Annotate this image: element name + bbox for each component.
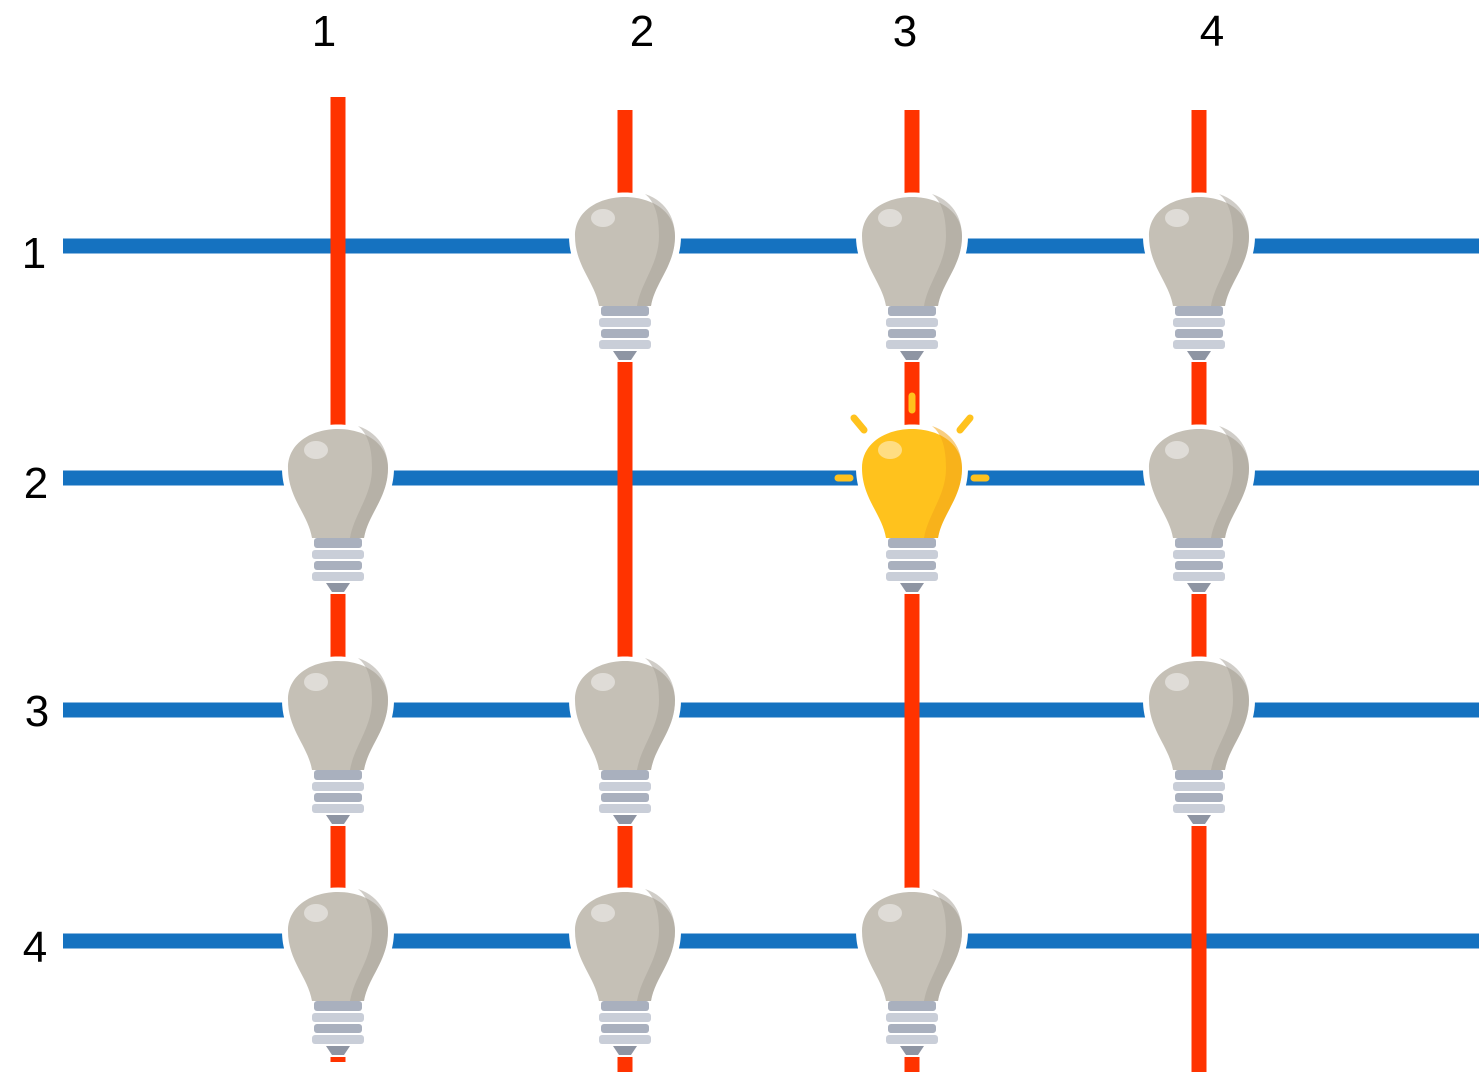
bulb-r2-c1-unlit-icon [282, 424, 394, 594]
bulb-r4-c1-unlit-icon [282, 887, 394, 1057]
column-label-1: 1 [311, 7, 337, 56]
column-label-2: 2 [629, 7, 655, 56]
bulbs [282, 192, 1255, 1057]
bulb-r1-c2-unlit-icon [569, 192, 681, 362]
bulb-r1-c3-unlit-icon [856, 192, 968, 362]
bulb-r2-c3-lit-icon [834, 392, 990, 594]
light-rays-icon [834, 392, 990, 482]
row-label-2: 2 [23, 459, 49, 508]
bulb-r4-c3-unlit-icon [856, 887, 968, 1057]
bulb-r3-c4-unlit-icon [1143, 656, 1255, 826]
row-label-4: 4 [22, 923, 48, 972]
column-label-4: 4 [1199, 7, 1225, 56]
wires [63, 97, 1479, 1072]
bulb-r3-c1-unlit-icon [282, 656, 394, 826]
row-label-1: 1 [21, 229, 47, 278]
column-label-3: 3 [892, 7, 918, 56]
row-label-3: 3 [24, 687, 50, 736]
bulb-r3-c2-unlit-icon [569, 656, 681, 826]
bulb-r4-c2-unlit-icon [569, 887, 681, 1057]
bulb-r2-c4-unlit-icon [1143, 424, 1255, 594]
bulb-r1-c4-unlit-icon [1143, 192, 1255, 362]
